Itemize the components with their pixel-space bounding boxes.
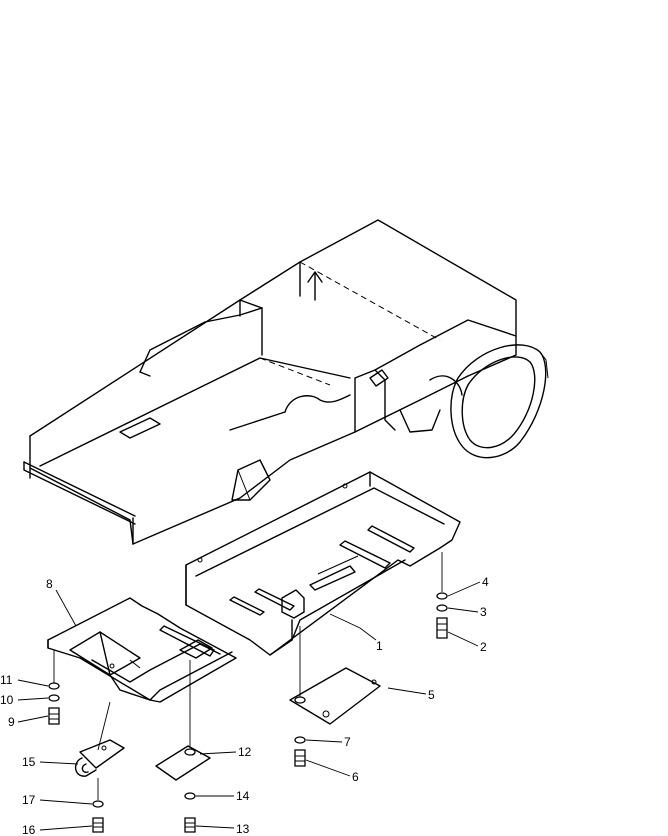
cover-plate <box>289 667 381 725</box>
callout-7: 7 <box>344 735 351 749</box>
callout-10: 10 <box>0 693 14 707</box>
callout-9: 9 <box>8 715 15 729</box>
washer-17 <box>92 800 104 808</box>
callout-6: 6 <box>352 770 359 784</box>
main-frame <box>23 219 549 545</box>
washer-4 <box>436 592 448 600</box>
washer-3 <box>436 604 448 612</box>
hook-bracket <box>75 739 125 777</box>
washer-7 <box>294 736 306 744</box>
leader-lines <box>17 581 481 831</box>
bolt-16 <box>92 817 104 833</box>
callout-16: 16 <box>22 823 36 836</box>
callout-17: 17 <box>22 793 36 807</box>
callout-14: 14 <box>236 789 250 803</box>
callout-15: 15 <box>22 755 36 769</box>
side-cover-left <box>47 597 237 703</box>
callout-8: 8 <box>46 577 53 591</box>
bolt-13 <box>184 817 196 833</box>
bolt-2 <box>436 617 448 639</box>
washer-10 <box>48 694 60 702</box>
callout-3: 3 <box>480 605 487 619</box>
small-plate <box>155 745 211 781</box>
callout-1: 1 <box>376 639 383 653</box>
callout-labels: 1 2 3 4 5 6 7 8 9 10 11 12 13 14 15 16 1… <box>0 575 489 836</box>
washer-14 <box>184 792 196 800</box>
washer-11 <box>48 682 60 690</box>
hardware <box>48 552 448 833</box>
under-cover-large <box>185 471 461 656</box>
bolt-6 <box>294 749 306 767</box>
callout-2: 2 <box>480 640 487 654</box>
callout-4: 4 <box>482 575 489 589</box>
callout-12: 12 <box>238 745 252 759</box>
callout-13: 13 <box>236 822 250 836</box>
callout-11: 11 <box>0 673 13 687</box>
bolt-9 <box>48 707 60 725</box>
callout-5: 5 <box>428 688 435 702</box>
